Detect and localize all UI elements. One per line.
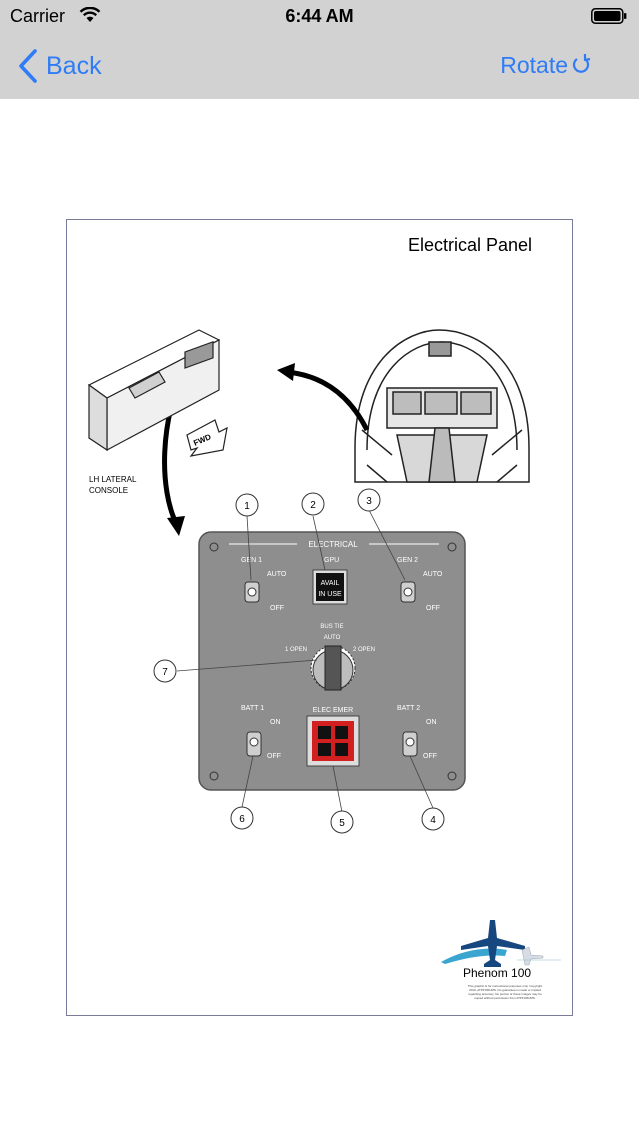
gen2-toggle-switch[interactable] bbox=[400, 581, 416, 603]
clock: 6:44 AM bbox=[285, 6, 354, 26]
panel-header: ELECTRICAL bbox=[308, 540, 358, 549]
gen1-toggle-switch[interactable] bbox=[244, 581, 260, 603]
callout-6: 6 bbox=[239, 814, 245, 825]
logo-name: Phenom 100 bbox=[463, 966, 532, 980]
electrical-panel: ELECTRICAL GEN 1 AUTO OFF GPU AVAIL IN U… bbox=[198, 531, 466, 791]
gen1-auto-label: AUTO bbox=[267, 571, 287, 578]
console-label-2: CONSOLE bbox=[89, 486, 128, 495]
callout-5: 5 bbox=[339, 818, 345, 829]
copyright-notice: This graphic is for instructional purpos… bbox=[467, 984, 543, 1000]
console-illustration bbox=[87, 329, 228, 457]
wifi-icon bbox=[79, 7, 101, 22]
chevron-left-icon bbox=[19, 49, 37, 83]
batt2-off-label: OFF bbox=[423, 753, 437, 760]
carrier-label: Carrier bbox=[10, 6, 66, 26]
back-label: Back bbox=[46, 51, 102, 80]
gen1-off-label: OFF bbox=[270, 605, 284, 612]
callout-leaders bbox=[176, 509, 434, 813]
navigation-bar: Carrier 6:44 AM Back Rotate bbox=[0, 0, 639, 99]
batt2-toggle-switch[interactable] bbox=[402, 731, 418, 757]
callout-7: 7 bbox=[162, 667, 168, 678]
batt1-off-label: OFF bbox=[267, 753, 281, 760]
batt2-on-label: ON bbox=[426, 719, 437, 726]
bus-tie-label: BUS TIE bbox=[320, 624, 343, 630]
elec-emer-label: ELEC EMER bbox=[313, 707, 353, 714]
callout-2: 2 bbox=[310, 500, 316, 511]
rotate-icon[interactable] bbox=[571, 53, 591, 75]
console-label-1: LH LATERAL bbox=[89, 475, 137, 484]
batt2-label: BATT 2 bbox=[397, 705, 420, 712]
gen2-auto-label: AUTO bbox=[423, 571, 443, 578]
document-page: Electrical Panel bbox=[66, 219, 573, 1016]
gpu-button[interactable]: AVAIL IN USE bbox=[312, 569, 348, 605]
rotate-button[interactable]: Rotate bbox=[500, 52, 568, 78]
batt1-label: BATT 1 bbox=[241, 705, 264, 712]
gpu-avail-label: AVAIL bbox=[321, 580, 340, 587]
document-title: Electrical Panel bbox=[407, 235, 532, 255]
callout-3: 3 bbox=[366, 496, 372, 507]
gpu-in-use-label: IN USE bbox=[318, 591, 342, 598]
bus-tie-2-open-label: 2 OPEN bbox=[353, 647, 375, 653]
phenom-logo bbox=[441, 920, 561, 967]
bus-tie-1-open-label: 1 OPEN bbox=[285, 647, 307, 653]
bus-tie-auto-label: AUTO bbox=[324, 635, 341, 641]
batt1-on-label: ON bbox=[270, 719, 281, 726]
gen2-off-label: OFF bbox=[426, 605, 440, 612]
electrical-panel-diagram: FWD LH LATERAL CONSOLE ELECTRICAL GEN 1 … bbox=[87, 329, 561, 967]
batt1-toggle-switch[interactable] bbox=[246, 731, 262, 757]
bus-tie-knob[interactable] bbox=[310, 645, 356, 691]
elec-emer-button[interactable] bbox=[306, 715, 360, 767]
callout-markers bbox=[153, 488, 445, 834]
back-button[interactable]: Back bbox=[18, 47, 102, 85]
battery-icon bbox=[591, 8, 627, 24]
gen1-label: GEN 1 bbox=[241, 557, 262, 564]
callout-4: 4 bbox=[430, 815, 436, 826]
cockpit-illustration bbox=[354, 329, 530, 483]
gpu-label: GPU bbox=[324, 557, 339, 564]
callout-1: 1 bbox=[244, 501, 250, 512]
gen2-label: GEN 2 bbox=[397, 557, 418, 564]
